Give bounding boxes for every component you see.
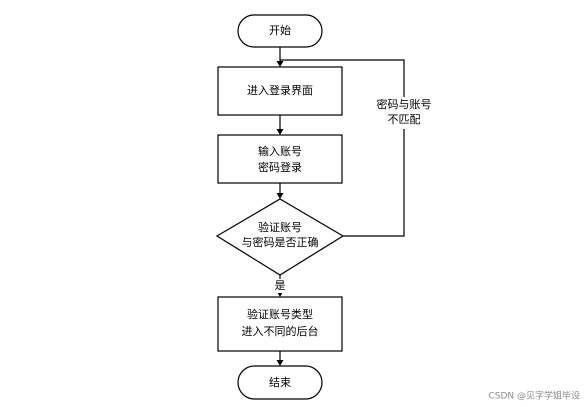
process-verify-type-shape <box>217 296 343 352</box>
terminal-start-shape <box>237 14 323 48</box>
node-verify-decision: 验证账号 与密码是否正确 <box>215 198 345 276</box>
verify-label-line2: 与密码是否正确 <box>242 235 319 249</box>
node-input-account: 输入账号 密码登录 <box>217 134 343 184</box>
mismatch-label-line1: 密码与账号 <box>377 97 432 111</box>
input-account-label-line2: 密码登录 <box>258 160 302 174</box>
node-end: 结束 <box>237 365 323 400</box>
yes-label: 是 <box>275 279 286 292</box>
arrowhead-verify <box>276 193 284 199</box>
process-login-shape <box>217 66 343 116</box>
node-verify-type: 验证账号类型 进入不同的后台 <box>217 296 343 352</box>
node-enter-login-page: 进入登录界面 <box>217 66 343 116</box>
edge-labels: 密码与账号 不匹配 是 <box>273 97 438 293</box>
start-label: 开始 <box>269 23 291 37</box>
node-start: 开始 <box>237 14 323 48</box>
arrowhead-input <box>276 129 284 135</box>
edges <box>276 47 405 366</box>
input-account-label-line1: 输入账号 <box>258 144 302 158</box>
terminal-end-shape <box>237 365 323 400</box>
process-input-shape <box>217 134 343 184</box>
arrowhead-end <box>276 360 284 366</box>
arrowhead-login <box>276 61 284 67</box>
watermark-text: CSDN @见字学姐毕设 <box>488 390 580 402</box>
mismatch-label-line2: 不匹配 <box>388 113 421 126</box>
edge-mismatch-loop <box>280 59 405 237</box>
decision-verify-shape <box>215 198 345 276</box>
verify-type-label-line1: 验证账号类型 <box>247 307 313 321</box>
enter-login-page-label: 进入登录界面 <box>247 83 313 97</box>
verify-type-label-line2: 进入不同的后台 <box>242 324 319 338</box>
verify-label-line1: 验证账号 <box>258 220 302 234</box>
mismatch-label-bg <box>370 97 438 129</box>
end-label: 结束 <box>269 376 291 389</box>
yes-label-bg <box>273 279 287 293</box>
